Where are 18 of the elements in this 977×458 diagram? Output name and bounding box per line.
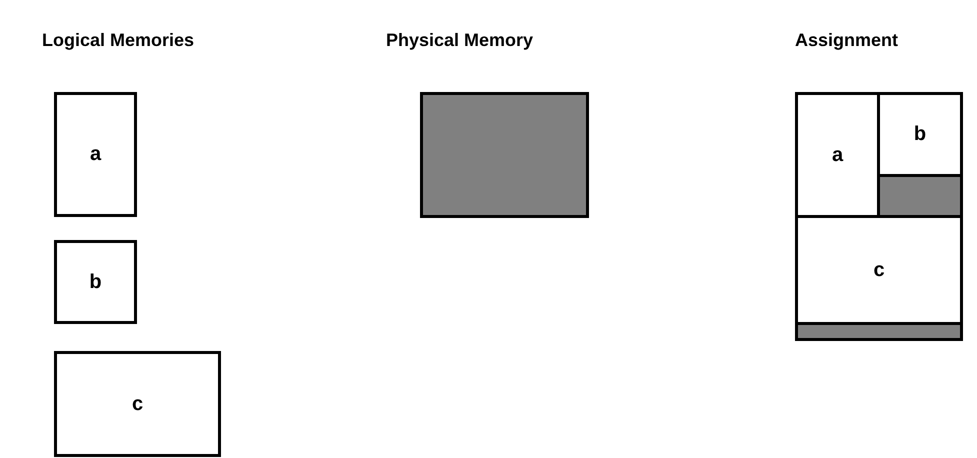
- memory-box: [877, 92, 963, 177]
- memory-label: a: [832, 144, 844, 166]
- memory-label: a: [90, 143, 102, 166]
- memory-box: [54, 240, 137, 324]
- memory-box: [795, 92, 880, 218]
- memory-label: b: [914, 123, 926, 146]
- column-heading: Physical Memory: [386, 30, 534, 51]
- memory-block: [877, 174, 963, 218]
- memory-block: [795, 322, 963, 341]
- memory-label: c: [132, 392, 144, 416]
- memory-label: c: [873, 258, 885, 282]
- memory-box: [54, 351, 221, 457]
- column-heading: Assignment: [795, 30, 898, 51]
- memory-box: [795, 215, 963, 325]
- memory-block: [420, 92, 589, 218]
- memory-label: b: [89, 270, 102, 294]
- memory-box: [54, 92, 137, 217]
- column-heading: Logical Memories: [42, 30, 194, 51]
